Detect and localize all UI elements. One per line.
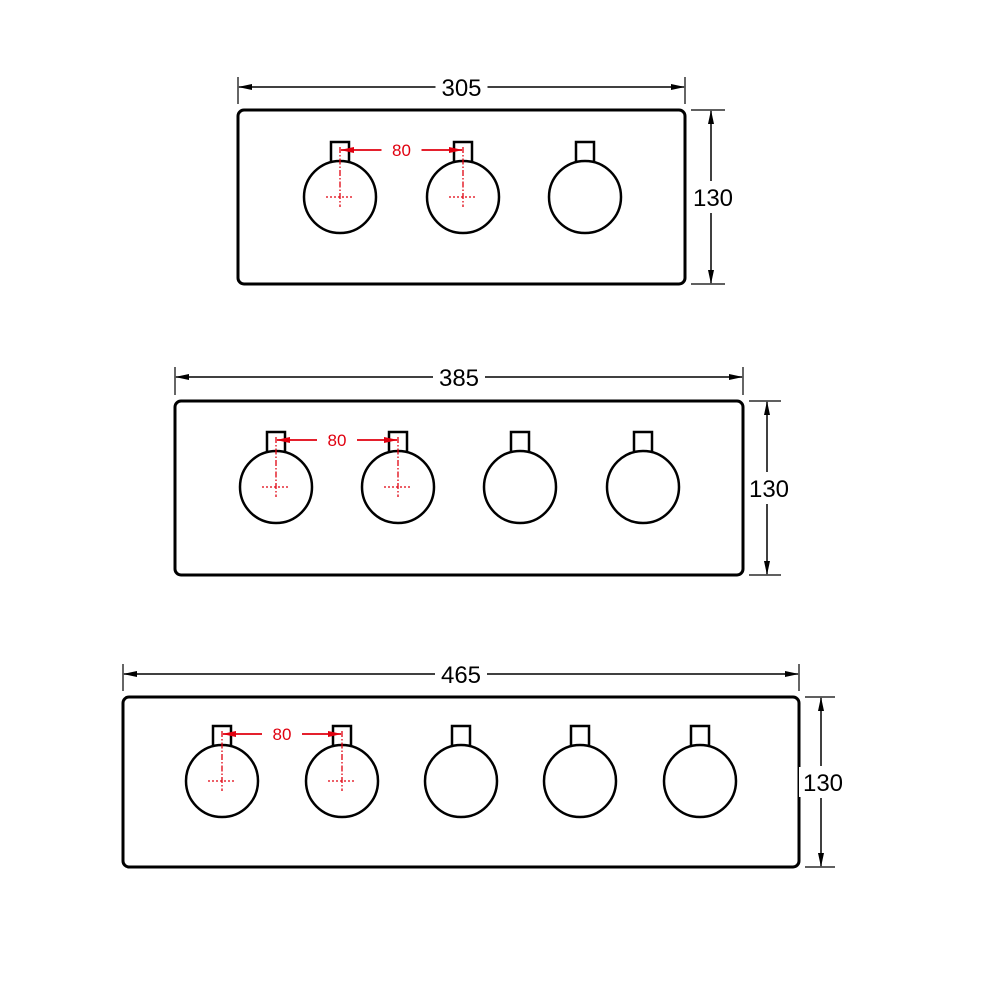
spacing-label: 80 — [328, 431, 347, 450]
panel-3: 465 130 80 — [121, 662, 845, 869]
knob-circle — [662, 743, 738, 819]
height-label: 130 — [693, 185, 733, 212]
panel-outline — [236, 108, 687, 286]
height-label: 130 — [803, 770, 843, 797]
knob-circle — [423, 743, 499, 819]
valve-knob — [547, 140, 623, 235]
valve-knob — [304, 724, 380, 819]
valve-knob — [302, 140, 378, 235]
panel-2: 385 130 80 — [173, 365, 791, 577]
width-label: 385 — [439, 365, 479, 392]
valve-knob — [423, 724, 499, 819]
panel-1: 305 130 80 — [236, 75, 735, 286]
label-backdrop — [745, 473, 791, 503]
knob-circle — [547, 159, 623, 235]
knob-circle — [605, 449, 681, 525]
width-label: 305 — [441, 75, 481, 102]
spacing-label: 80 — [273, 725, 292, 744]
valve-knob — [482, 430, 558, 525]
width-label: 465 — [441, 662, 481, 689]
valve-knob — [184, 724, 260, 819]
panel-outline — [173, 399, 745, 577]
height-label: 130 — [749, 476, 789, 503]
knob-circle — [482, 449, 558, 525]
knob-circle — [542, 743, 618, 819]
label-backdrop — [689, 182, 735, 212]
valve-knob — [662, 724, 738, 819]
valve-knob — [605, 430, 681, 525]
valve-knob — [425, 140, 501, 235]
valve-knob — [542, 724, 618, 819]
spacing-label: 80 — [392, 141, 411, 160]
valve-knob — [360, 430, 436, 525]
label-backdrop — [799, 767, 845, 797]
valve-knob — [238, 430, 314, 525]
